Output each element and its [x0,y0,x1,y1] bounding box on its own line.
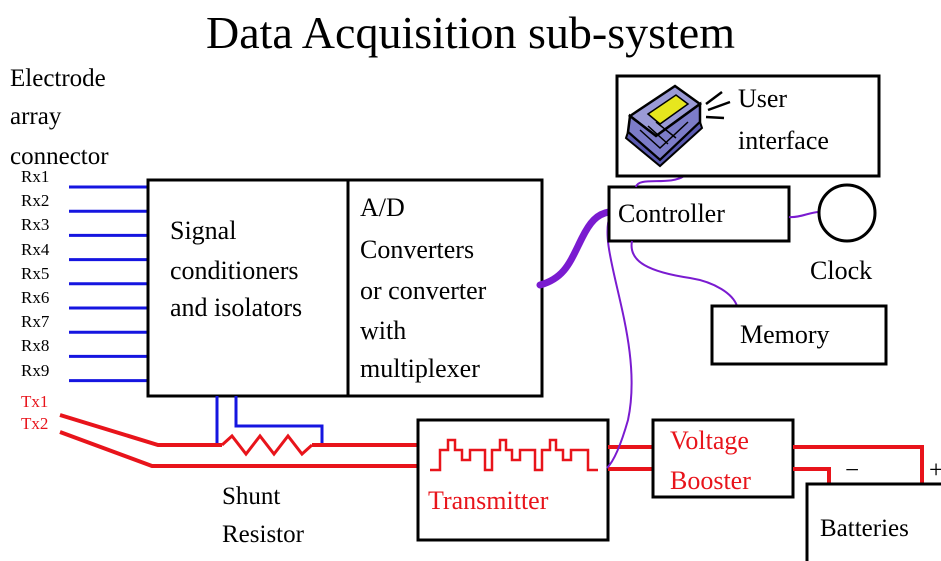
signal-conditioner-line-1: Signal [170,216,237,245]
adc-line-4: with [360,316,407,345]
voltage-booster-line-1: Voltage [670,426,749,455]
battery-positive-terminal: + [929,457,941,484]
square-wave-icon [430,438,598,472]
shunt-resistor-symbol [220,433,314,457]
rx-pin-label: Rx7 [21,312,50,332]
connector-label-line-3: connector [10,143,109,170]
adc-block[interactable] [346,178,544,398]
tx1-line [59,413,222,447]
tx2-line [59,430,418,468]
transmitter-block[interactable] [416,418,610,542]
signal-conditioner-line-3: and isolators [170,293,303,322]
adc-line-3: or converter [360,276,487,305]
batteries-block[interactable] [805,482,941,561]
controller-transmitter-line [606,215,633,469]
user-interface-line-2: interface [738,126,829,155]
controller-memory-line [630,240,738,307]
adc-line-5: multiplexer [360,354,480,383]
adc-line-2: Converters [360,235,475,264]
shunt-tap-lines [215,396,324,445]
voltage-booster-block[interactable] [651,418,795,499]
connector-label-line-1: Electrode [10,65,106,92]
controller-ui-line [635,175,685,188]
clock-circle[interactable] [817,183,877,243]
shunt-resistor-line-2: Resistor [222,521,304,548]
rx-pin-label: Rx1 [21,167,50,186]
tx-pin-label: Tx2 [21,414,49,433]
rx-signal-lines [69,185,148,383]
controller-label: Controller [618,199,725,228]
page-title: Data Acquisition sub-system [206,7,735,58]
voltage-booster-line-2: Booster [670,466,751,495]
batteries-label: Batteries [820,515,909,542]
rx-pin-label: Rx8 [21,336,50,356]
adc-controller-bus [536,208,613,289]
controller-block[interactable] [607,185,791,243]
battery-negative-terminal: − [845,457,860,484]
clock-label: Clock [810,256,873,285]
rx-pin-label: Rx6 [21,288,50,307]
transmitter-label: Transmitter [428,486,549,515]
signal-conditioner-line-2: conditioners [170,256,299,285]
adc-line-1: A/D [360,193,405,222]
rx-pin-label: Rx9 [21,360,50,380]
shunt-resistor-line-1: Shunt [222,483,281,510]
signal-conditioner-block[interactable] [146,178,350,398]
laptop-icon [624,84,704,168]
tx-pin-label: Tx1 [21,392,49,411]
signal-waves-icon [705,91,731,120]
user-interface-line-1: User [738,84,788,113]
memory-block[interactable] [710,304,888,366]
rx-pin-label: Rx3 [21,215,50,235]
transmitter-booster-lines [608,445,653,471]
rx-pin-label: Rx4 [21,239,50,259]
memory-label: Memory [740,320,830,349]
controller-clock-line [788,211,820,219]
booster-battery-lines [793,445,924,487]
rx-pin-label: Rx5 [21,263,50,283]
connector-label-line-2: array [10,103,62,130]
rx-pin-label: Rx2 [21,191,50,211]
